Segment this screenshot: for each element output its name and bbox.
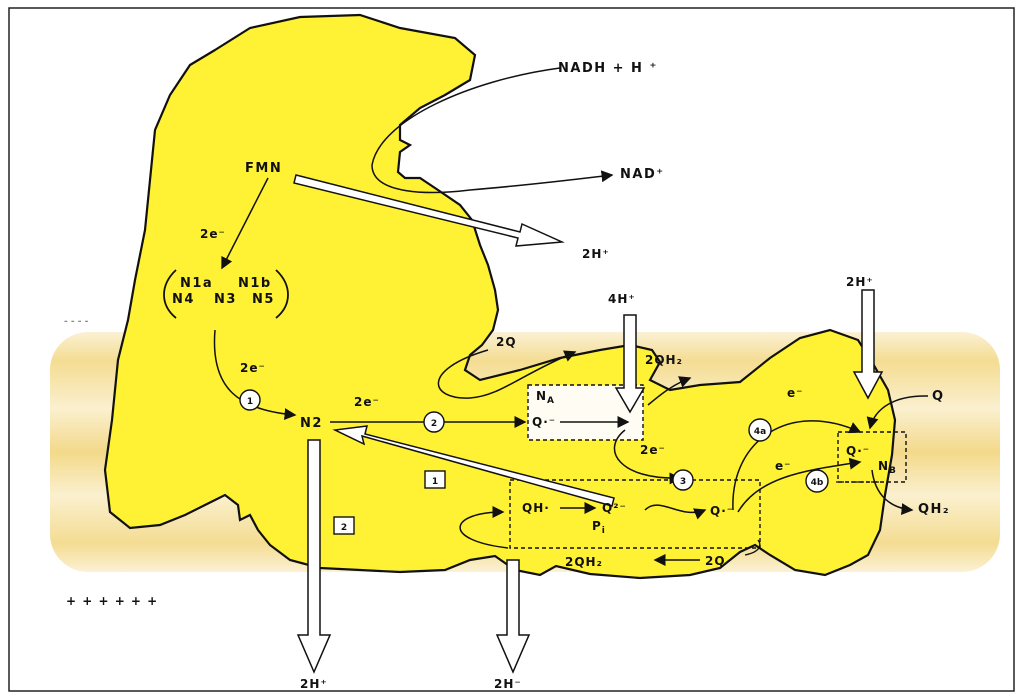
h2-bottom-mid-label: 2H⁻ xyxy=(494,677,522,691)
q-radical-mid-label: Q·⁻ xyxy=(710,504,734,518)
step-circle-2: 2 xyxy=(424,412,444,432)
e2-fmn-label: 2e⁻ xyxy=(200,227,226,241)
h2-top-label: 2H⁺ xyxy=(582,247,610,261)
step-circle-4b: 4b xyxy=(806,470,828,492)
two-q-top-label: 2Q xyxy=(496,335,517,349)
step4a-label: 4a xyxy=(754,427,766,437)
n1b-label: N1b xyxy=(238,276,272,291)
n4-label: N4 xyxy=(172,292,195,307)
two-qh2-top-label: 2QH₂ xyxy=(645,353,683,367)
n5-label: N5 xyxy=(252,292,275,307)
q-radical-nb-label: Q·⁻ xyxy=(846,444,870,458)
box2-label: 2 xyxy=(341,523,347,533)
e-upper-label: e⁻ xyxy=(787,386,803,400)
qh-radical-label: QH· xyxy=(522,501,550,515)
n2-label: N2 xyxy=(300,416,323,431)
h4-top-label: 4H⁺ xyxy=(608,292,636,306)
step-circle-1: 1 xyxy=(240,390,260,410)
step2-label: 2 xyxy=(431,419,437,429)
e2-small-label: 2e⁻ xyxy=(640,443,666,457)
qh2-right-label: QH₂ xyxy=(918,502,950,517)
n1a-label: N1a xyxy=(180,276,213,291)
e2-to-q-label: 2e⁻ xyxy=(354,395,380,409)
step-circle-4a: 4a xyxy=(749,419,771,441)
box-2: 2 xyxy=(334,517,354,534)
nadh-label: NADH + H ⁺ xyxy=(558,61,658,76)
q-radical-na-label: Q·⁻ xyxy=(532,415,556,429)
h2-top-right-label: 2H⁺ xyxy=(846,275,874,289)
e-lower-label: e⁻ xyxy=(775,459,791,473)
box-1: 1 xyxy=(425,471,445,488)
q-right-label: Q xyxy=(932,389,945,404)
h2-bottom-left-label: 2H⁺ xyxy=(300,677,328,691)
step1-label: 1 xyxy=(247,397,253,407)
two-qh2-bottom-label: 2QH₂ xyxy=(565,555,603,569)
step4b-label: 4b xyxy=(811,478,824,488)
membrane-plus-label: + + + + + + xyxy=(66,594,158,608)
two-q-bottom-label: 2Q xyxy=(705,554,726,568)
box1-label: 1 xyxy=(432,477,438,487)
e2-down-label: 2e⁻ xyxy=(240,361,266,375)
n3-label: N3 xyxy=(214,292,237,307)
step3-label: 3 xyxy=(680,477,686,487)
membrane-dashes-label: - - - - xyxy=(64,317,89,327)
fmn-label: FMN xyxy=(245,161,282,176)
q2minus-label: Q²⁻ xyxy=(602,501,627,515)
nad-label: NAD⁺ xyxy=(620,167,665,182)
step-circle-3: 3 xyxy=(673,470,693,490)
